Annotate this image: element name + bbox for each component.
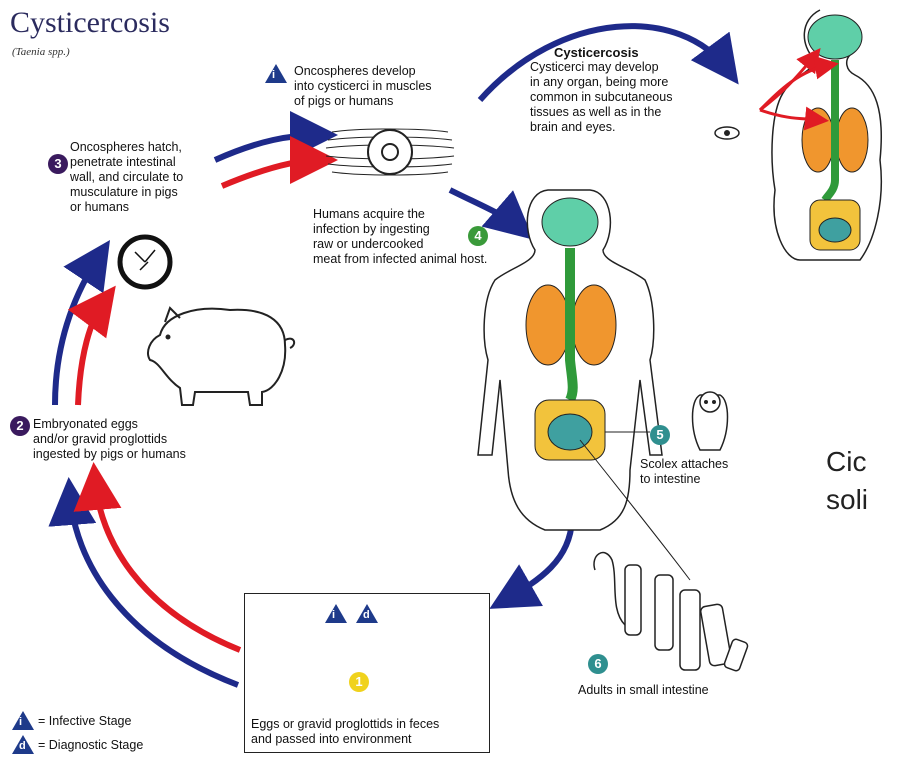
stage-1-badge: 1 [349,672,369,692]
scolex-illustration [693,392,728,450]
legend-infective-label: = Infective Stage [38,714,131,729]
box-infective-badge: i [325,604,347,623]
adult-worm-illustration [594,553,749,672]
stage-6-text: Adults in small intestine [578,683,709,698]
arrow-box-to-stage2-blue [70,495,238,685]
arrow-human-to-box-blue [505,520,572,600]
human-body-illustration [478,190,690,580]
arrow-stage3-to-cyst-red [222,160,320,186]
stage-3-badge: 3 [48,154,68,174]
human-cysticercosis-illustration [760,10,881,260]
infective-stage-badge: i [265,64,287,83]
stage-4-badge: 4 [468,226,488,246]
stage-5-badge: 5 [650,425,670,445]
eye-illustration [715,127,739,139]
legend-infective-icon: i [12,711,34,730]
arrow-stage3-to-cyst-blue [215,135,320,160]
legend-diagnostic-icon: d [12,735,34,754]
diagram-title: Cysticercosis [10,6,170,40]
oncosphere-illustration [120,237,170,287]
legend-diagnostic-label: = Diagnostic Stage [38,738,143,753]
pig-illustration [148,308,294,405]
cysticercus-illustration [326,129,454,175]
diagram-subtitle: (Taenia spp.) [12,46,70,58]
stage-2-badge: 2 [10,416,30,436]
arrow-box-to-stage2-red [95,480,240,650]
stage-6-badge: 6 [588,654,608,674]
box-diagnostic-badge: d [356,604,378,623]
arrow-stage2-to-stage3-red [78,300,105,405]
